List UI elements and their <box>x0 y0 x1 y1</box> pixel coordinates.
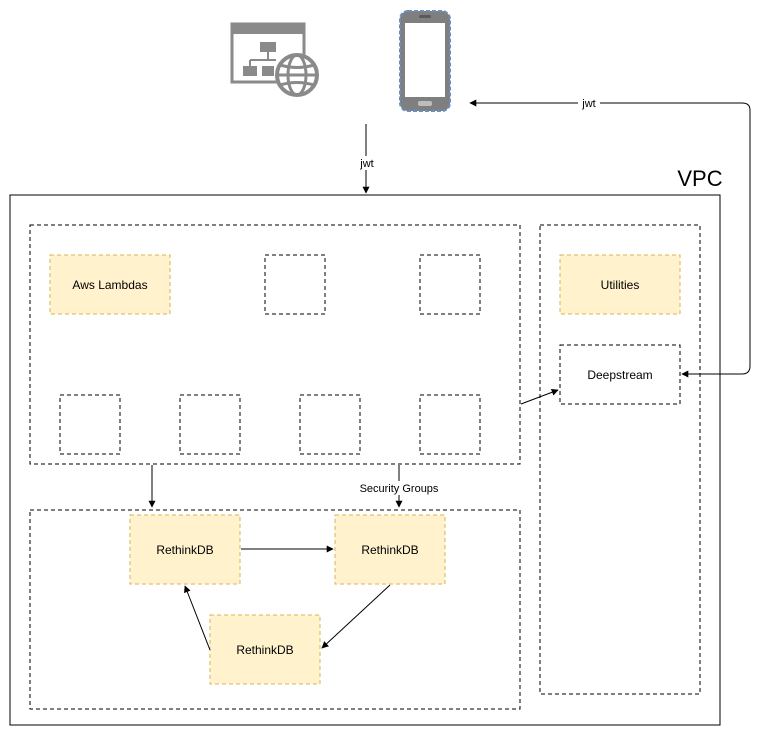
database-group <box>29 509 521 710</box>
function-slot <box>299 394 361 455</box>
rethinkdb-label-1: RethinkDB <box>156 543 213 557</box>
function-slot <box>59 394 121 455</box>
edge-rethink2-to-rethink3 <box>321 584 391 649</box>
aws-lambdas-label: Aws Lambdas <box>72 278 147 292</box>
vpc-label: VPC <box>677 166 722 191</box>
rethinkdb-node-2 <box>334 514 446 585</box>
edge-label-jwt-top: jwt <box>359 158 373 170</box>
web-app-icon <box>230 22 319 97</box>
edge-label-jwt-right: jwt <box>581 98 595 110</box>
vpc-boundary <box>9 194 721 726</box>
function-slot <box>419 254 481 315</box>
function-slot <box>419 394 481 455</box>
deepstream-label: Deepstream <box>587 368 652 382</box>
utilities-label: Utilities <box>601 278 640 292</box>
function-slot <box>179 394 241 455</box>
rethinkdb-label-3: RethinkDB <box>236 643 293 657</box>
rethinkdb-label-2: RethinkDB <box>361 543 418 557</box>
aws-lambdas-node <box>49 254 171 315</box>
mobile-phone-icon <box>399 10 451 112</box>
rethinkdb-node-1 <box>129 514 241 585</box>
edge-label-security-groups: Security Groups <box>360 483 439 495</box>
function-slot <box>264 254 326 315</box>
edge-compute-to-deepstream <box>520 388 559 405</box>
edge-deepstream-to-phone <box>469 99 751 378</box>
edge-rethink3-to-rethink1 <box>184 585 211 651</box>
rethinkdb-node-3 <box>209 614 321 685</box>
